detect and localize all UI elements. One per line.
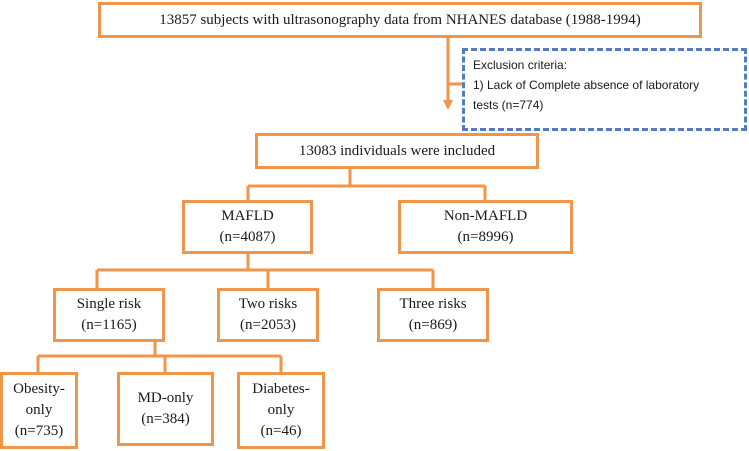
- box-md-only: MD-only (n=384): [117, 372, 214, 446]
- box-non-mafld: Non-MAFLD (n=8996): [398, 200, 573, 254]
- box-single-risk: Single risk (n=1165): [53, 288, 165, 342]
- single-risk-label: Single risk: [76, 296, 142, 312]
- obesity-only-line-2: only: [25, 402, 53, 418]
- mafld-count: (n=4087): [219, 229, 276, 245]
- box-two-risks: Two risks (n=2053): [217, 288, 319, 342]
- non-mafld-count: (n=8996): [457, 229, 514, 245]
- box-mafld: MAFLD (n=4087): [182, 200, 313, 254]
- diabetes-only-line-2: only: [267, 402, 295, 418]
- diabetes-only-line-1: Diabetes-: [252, 381, 310, 397]
- md-only-count: (n=384): [141, 411, 190, 427]
- box-included-text: 13083 individuals were included: [298, 142, 496, 159]
- exclusion-line-1: 1) Lack of Complete absence of laborator…: [473, 78, 700, 92]
- box-three-risks: Three risks (n=869): [377, 288, 489, 342]
- box-obesity-only: Obesity- only (n=735): [0, 372, 78, 449]
- three-risks-label: Three risks: [399, 296, 467, 312]
- exclusion-title: Exclusion criteria:: [473, 58, 568, 72]
- mafld-label: MAFLD: [221, 208, 274, 224]
- non-mafld-label: Non-MAFLD: [443, 208, 528, 224]
- box-diabetes-only: Diabetes- only (n=46): [237, 372, 325, 449]
- box-exclusion-criteria: Exclusion criteria: 1) Lack of Complete …: [462, 48, 747, 131]
- two-risks-count: (n=2053): [240, 317, 296, 333]
- box-included: 13083 individuals were included: [255, 133, 539, 169]
- box-total-subjects-text: 13857 subjects with ultrasonography data…: [159, 11, 641, 28]
- obesity-only-line-1: Obesity-: [13, 381, 65, 397]
- three-risks-count: (n=869): [408, 317, 458, 333]
- md-only-label: MD-only: [137, 390, 194, 406]
- box-total-subjects: 13857 subjects with ultrasonography data…: [98, 2, 702, 38]
- two-risks-label: Two risks: [238, 296, 298, 312]
- single-risk-count: (n=1165): [81, 317, 137, 333]
- diabetes-only-count: (n=46): [260, 423, 302, 439]
- exclusion-line-2: tests (n=774): [473, 98, 544, 112]
- obesity-only-count: (n=735): [14, 423, 64, 439]
